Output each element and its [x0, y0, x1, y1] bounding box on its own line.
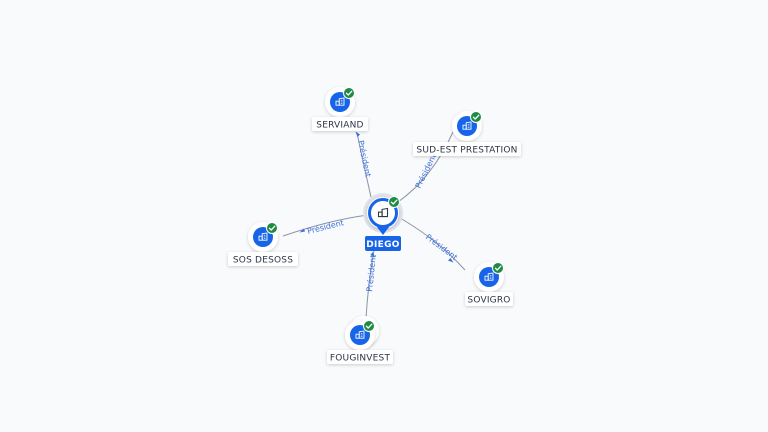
- node-sud-est-prestation[interactable]: SUD-EST PRESTATION: [413, 111, 521, 156]
- edge-fouginvest[interactable]: Président: [364, 249, 378, 319]
- node-label-sovigro: SOVIGRO: [467, 296, 510, 306]
- edge-label-fouginvest: Président: [364, 254, 378, 292]
- node-label-serviand: SERVIAND: [316, 121, 363, 131]
- center-node-diego[interactable]: DIEGO: [363, 193, 403, 251]
- verified-check-icon: [492, 262, 504, 274]
- node-sovigro[interactable]: SOVIGRO: [465, 262, 513, 306]
- node-label-sos-desoss: SOS DESOSS: [233, 256, 293, 266]
- verified-check-icon: [388, 196, 400, 208]
- verified-check-icon: [363, 320, 375, 332]
- edge-serviand[interactable]: Président: [355, 131, 374, 198]
- edge-label-sos-desoss: Président: [306, 217, 345, 236]
- edge-sos-desoss[interactable]: Président: [282, 214, 369, 237]
- node-serviand[interactable]: SERVIAND: [312, 87, 368, 131]
- node-fouginvest[interactable]: FOUGINVEST: [327, 316, 393, 364]
- edge-sovigro[interactable]: Président: [399, 217, 466, 271]
- center-node-label: DIEGO: [366, 240, 400, 250]
- verified-check-icon: [470, 111, 482, 123]
- node-label-sud-est-prestation: SUD-EST PRESTATION: [416, 146, 517, 156]
- edge-label-sud-est-prestation: Président: [413, 152, 438, 190]
- company-icon: [377, 207, 389, 218]
- verified-check-icon: [266, 222, 278, 234]
- verified-check-icon: [343, 87, 355, 99]
- edge-label-sovigro: Président: [424, 232, 460, 262]
- node-sos-desoss[interactable]: SOS DESOSS: [228, 222, 298, 266]
- edge-label-serviand: Président: [356, 139, 374, 178]
- node-label-fouginvest: FOUGINVEST: [330, 354, 391, 364]
